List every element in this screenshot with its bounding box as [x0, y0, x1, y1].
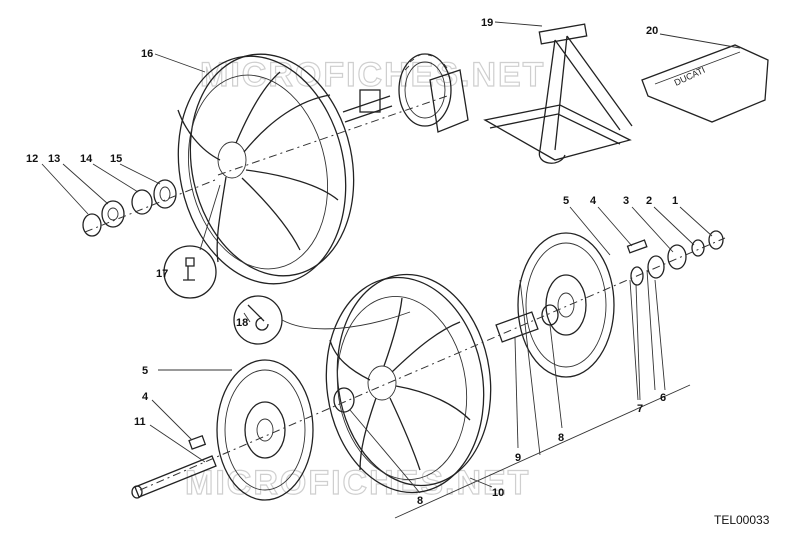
callout-13: 13 — [48, 153, 60, 165]
nut — [101, 200, 125, 228]
callout-19: 19 — [481, 17, 493, 29]
right-brake-disc — [517, 232, 615, 378]
watermark-bottom: MICROFICHES.NET — [185, 464, 530, 502]
callout-16: 16 — [141, 48, 153, 60]
rear-wheel — [177, 53, 355, 285]
callout-18: 18 — [236, 317, 248, 329]
valve-detail-18 — [233, 295, 411, 345]
callout-9: 9 — [515, 452, 521, 464]
rear-hardware — [82, 179, 177, 237]
washer — [131, 189, 153, 215]
valve-detail-17 — [163, 184, 221, 299]
circlip — [82, 213, 102, 237]
callout-20: 20 — [646, 25, 658, 37]
callout-8-right: 8 — [558, 432, 564, 444]
callout-5-left: 5 — [142, 365, 148, 377]
callout-1: 1 — [672, 195, 678, 207]
callout-12: 12 — [26, 153, 38, 165]
bracket-lines — [519, 269, 656, 456]
callout-10: 10 — [492, 487, 504, 499]
left-brake-disc — [216, 359, 314, 501]
callout-2: 2 — [646, 195, 652, 207]
callout-4-left: 4 — [142, 391, 149, 403]
watermark-top: MICROFICHES.NET — [200, 56, 545, 94]
paddock-stand — [483, 23, 633, 164]
callout-17: 17 — [156, 268, 168, 280]
callout-14: 14 — [80, 153, 93, 165]
front-wheel — [325, 273, 492, 494]
callout-5-top: 5 — [563, 195, 569, 207]
callout-7: 7 — [637, 403, 643, 415]
callout-3: 3 — [623, 195, 629, 207]
callout-8-left: 8 — [417, 495, 423, 507]
stand-cover: DUCATI — [641, 44, 769, 123]
callout-15: 15 — [110, 153, 122, 165]
front-axle — [131, 230, 724, 499]
callout-6: 6 — [660, 392, 666, 404]
leader-lines — [41, 21, 741, 494]
cover-brand-label: DUCATI — [673, 65, 707, 88]
callout-11: 11 — [134, 416, 146, 428]
spacer — [153, 179, 177, 209]
callouts: 1 2 3 4 5 6 7 8 9 10 5 4 11 8 12 13 14 1… — [26, 17, 678, 507]
rear-sprocket-carrier — [342, 53, 469, 133]
diagram-code: TEL00033 — [714, 513, 770, 527]
bracket-10 — [394, 384, 691, 519]
callout-4-top: 4 — [590, 195, 597, 207]
